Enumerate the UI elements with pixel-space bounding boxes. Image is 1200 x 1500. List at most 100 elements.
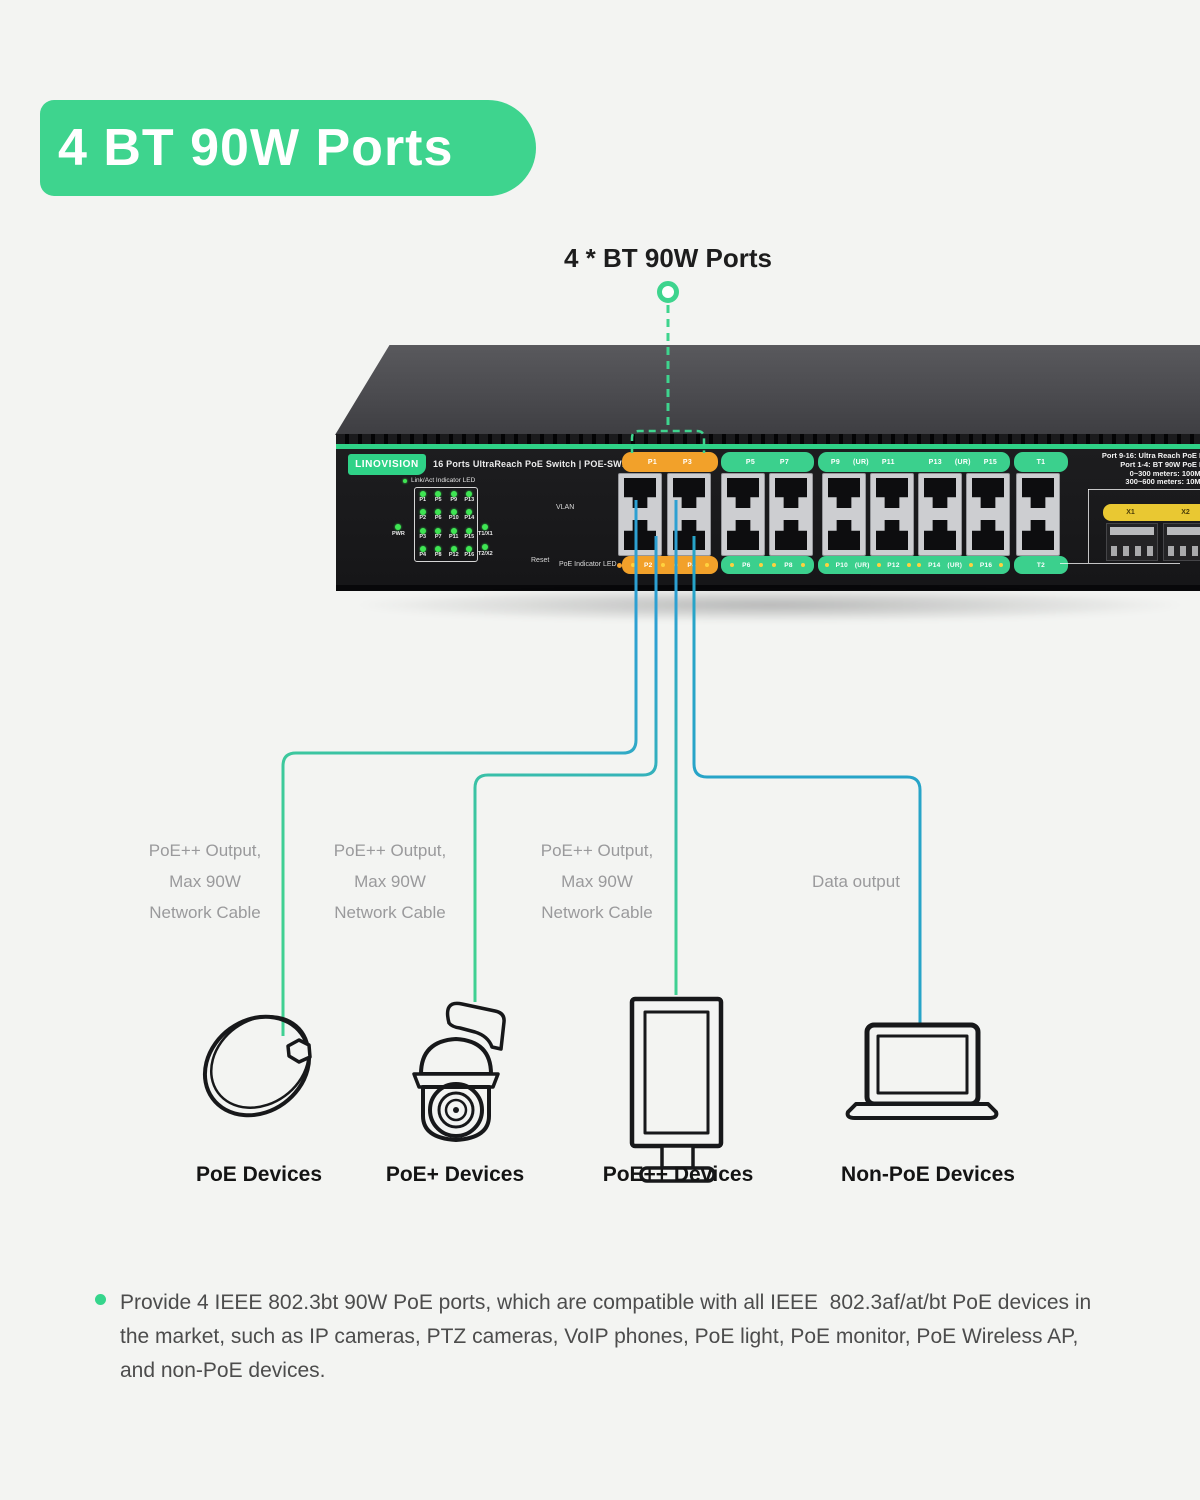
led-label: P10: [448, 515, 459, 522]
port-label: P1: [647, 458, 658, 466]
port-label: (UR): [954, 458, 971, 466]
label-line: Max 90W: [169, 872, 241, 891]
feature-description: Provide 4 IEEE 802.3bt 90W PoE ports, wh…: [120, 1291, 1098, 1382]
label-line: Network Cable: [334, 903, 446, 922]
led-label: P7: [434, 533, 442, 540]
spec-line: Port 1-4: BT 90W PoE Port: [1120, 459, 1200, 469]
led-dot: [466, 527, 473, 534]
led-cell: P10: [446, 506, 462, 524]
port-label: P10: [835, 561, 849, 569]
switch-shadow: [350, 588, 1190, 622]
rj45-column-uplink: [1016, 473, 1060, 556]
led-dot: [771, 563, 776, 567]
dish-antenna-icon: [202, 1014, 312, 1118]
port-label: P15: [983, 458, 998, 466]
t2x2-indicator: T2/X2: [478, 544, 493, 557]
led-dot: [824, 563, 829, 567]
rj45-column: [966, 473, 1010, 556]
led-cell: P16: [462, 543, 478, 561]
led-label: P1: [419, 497, 427, 504]
rj45-column: [822, 473, 866, 556]
port-group-bar: P6 P8: [721, 556, 814, 574]
vlan-label: VLAN: [556, 504, 575, 511]
device-label: PoE Devices: [195, 1163, 323, 1186]
rj45-port: [624, 478, 656, 508]
port-spec-text: Port 9-16: Ultra Reach PoE Port Port 1-4…: [1100, 451, 1200, 487]
port-label: P3: [682, 458, 693, 466]
label-line: PoE++ Output,: [540, 841, 654, 860]
rj45-port: [828, 520, 860, 550]
port-label: T1: [1036, 458, 1046, 466]
ptz-camera-icon: [412, 1001, 506, 1142]
led-label: P8: [434, 551, 442, 558]
port-label: (UR): [854, 561, 870, 569]
t2x2-label: T2/X2: [478, 551, 493, 557]
port-label: P12: [887, 561, 900, 569]
connection-label: Data output: [761, 866, 951, 897]
rj45-column: [721, 473, 765, 556]
laptop-icon: [845, 1022, 999, 1120]
port-label: P14: [928, 561, 941, 569]
led-dot: [482, 524, 489, 530]
led-cell: P13: [462, 488, 478, 506]
led-dot: [450, 545, 457, 552]
led-label: P11: [449, 533, 459, 540]
link-act-led: [403, 479, 407, 483]
label-line: Network Cable: [149, 903, 261, 922]
port-group-bar: T2: [1014, 556, 1068, 574]
led-dot: [917, 563, 922, 567]
led-cell: P2: [415, 506, 431, 524]
port-label: P8: [784, 561, 793, 569]
rj45-port: [775, 478, 807, 508]
port-label: (UR): [852, 458, 869, 466]
port-label: P5: [745, 458, 756, 466]
device-label: PoE++ Devices: [602, 1163, 754, 1186]
spec-line: 300~600 meters: 10Mbps: [1125, 477, 1200, 487]
port-label: (UR): [947, 561, 963, 569]
switch-green-edge: [336, 444, 1200, 449]
device-label: Non-PoE Devices: [841, 1163, 1015, 1186]
connection-label: PoE++ Output, Max 90W Network Cable: [295, 835, 485, 928]
led-label: P9: [450, 497, 458, 504]
label-line: Data output: [812, 872, 900, 891]
led-label: P16: [464, 551, 475, 558]
pointer-line: [1088, 489, 1200, 490]
led-dot: [435, 491, 442, 498]
led-dot: [759, 563, 764, 567]
label-line: Max 90W: [561, 872, 633, 891]
rj45-column: [618, 473, 662, 556]
led-dot: [395, 524, 402, 530]
port-group-bar: P2 P4: [622, 556, 718, 574]
led-cell: P8: [431, 543, 447, 561]
label-line: PoE++ Output,: [333, 841, 447, 860]
switch-vent-strip: [336, 434, 1200, 444]
port-label: P4: [687, 561, 696, 569]
t1x1-indicator: T1/X1: [478, 524, 493, 537]
bullet-dot: [95, 1294, 106, 1305]
rj45-port: [876, 478, 908, 508]
led-dot: [419, 491, 426, 498]
rj45-column: [667, 473, 711, 556]
monitor-icon: [629, 996, 724, 1183]
port-group-bar: P9 (UR) P11 P13 (UR) P15: [818, 452, 1010, 472]
link-act-label: Link/Act Indicator LED: [411, 477, 476, 484]
led-cell: P4: [415, 543, 431, 561]
rj45-port: [828, 478, 860, 508]
led-dot: [906, 563, 911, 567]
led-cell: P11: [446, 525, 462, 543]
sfp-label: X1: [1126, 509, 1135, 516]
led-cell: P7: [431, 525, 447, 543]
rj45-port: [924, 520, 956, 550]
port-label: P11: [881, 458, 895, 466]
led-cell: P12: [446, 543, 462, 561]
port-group-bar: T1: [1014, 452, 1068, 472]
rj45-port: [972, 478, 1004, 508]
led-cell: P1: [415, 488, 431, 506]
sfp-cage: [1106, 523, 1158, 561]
rj45-port: [1022, 520, 1054, 550]
port-label: T2: [1036, 561, 1046, 569]
port-label: P13: [928, 458, 942, 466]
led-dot: [482, 544, 489, 550]
